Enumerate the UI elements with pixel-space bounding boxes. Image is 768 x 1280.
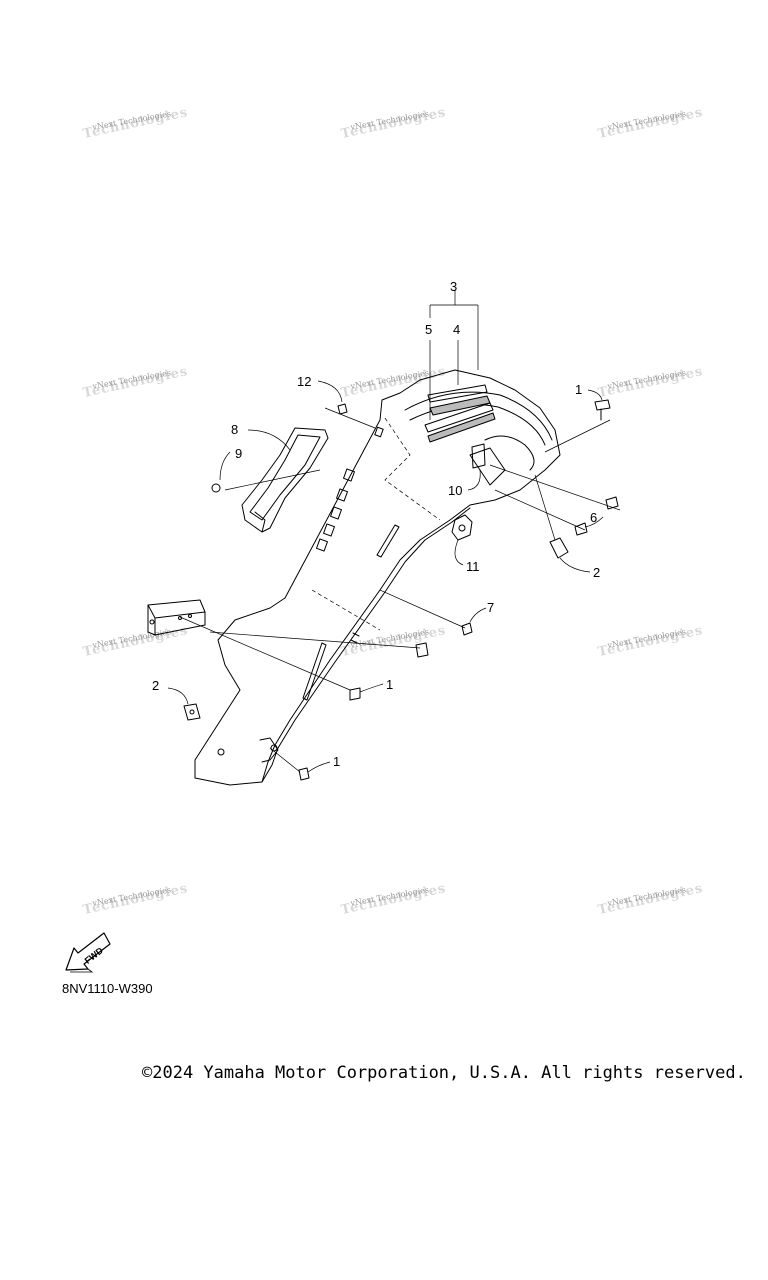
callout-5: 5 [425, 322, 432, 337]
frame-rail [147, 599, 206, 619]
rear-fender [194, 369, 561, 786]
grommet-12 [337, 403, 348, 415]
reflector [241, 427, 329, 533]
callout-2: 2 [593, 565, 600, 580]
clip-10 [471, 443, 486, 469]
callout-4: 4 [453, 322, 460, 337]
callout-7: 7 [487, 600, 494, 615]
callout-1: 1 [575, 382, 582, 397]
nut-9 [211, 483, 221, 493]
grommet-6b [574, 522, 588, 536]
bolt-1-lower [298, 767, 310, 781]
callout-10: 10 [448, 483, 462, 498]
diagram-code: 8NV1110-W390 [62, 981, 153, 996]
callout-8: 8 [231, 422, 238, 437]
callout-3: 3 [450, 279, 457, 294]
rear-fender-edge [261, 507, 471, 783]
callout-12: 12 [297, 374, 311, 389]
grommet-6a [605, 496, 619, 510]
decal-4 [427, 384, 488, 403]
fwd-arrow-icon: FWD [65, 932, 111, 973]
clip-11 [451, 514, 473, 541]
decal-5 [424, 402, 494, 433]
bolt-1-top [594, 399, 611, 421]
bolt-1-mid [349, 687, 361, 701]
grommet-7 [461, 622, 473, 636]
nut-plate-2-left [183, 703, 201, 721]
bolt-1-right [415, 642, 429, 658]
copyright-notice: ©2024 Yamaha Motor Corporation, U.S.A. A… [142, 1063, 746, 1083]
callout-1: 1 [333, 754, 340, 769]
nut-plate-2-right [549, 537, 569, 559]
callout-11: 11 [466, 559, 480, 574]
callout-9: 9 [235, 446, 242, 461]
callout-2: 2 [152, 678, 159, 693]
callout-6: 6 [590, 510, 597, 525]
callout-1: 1 [386, 677, 393, 692]
